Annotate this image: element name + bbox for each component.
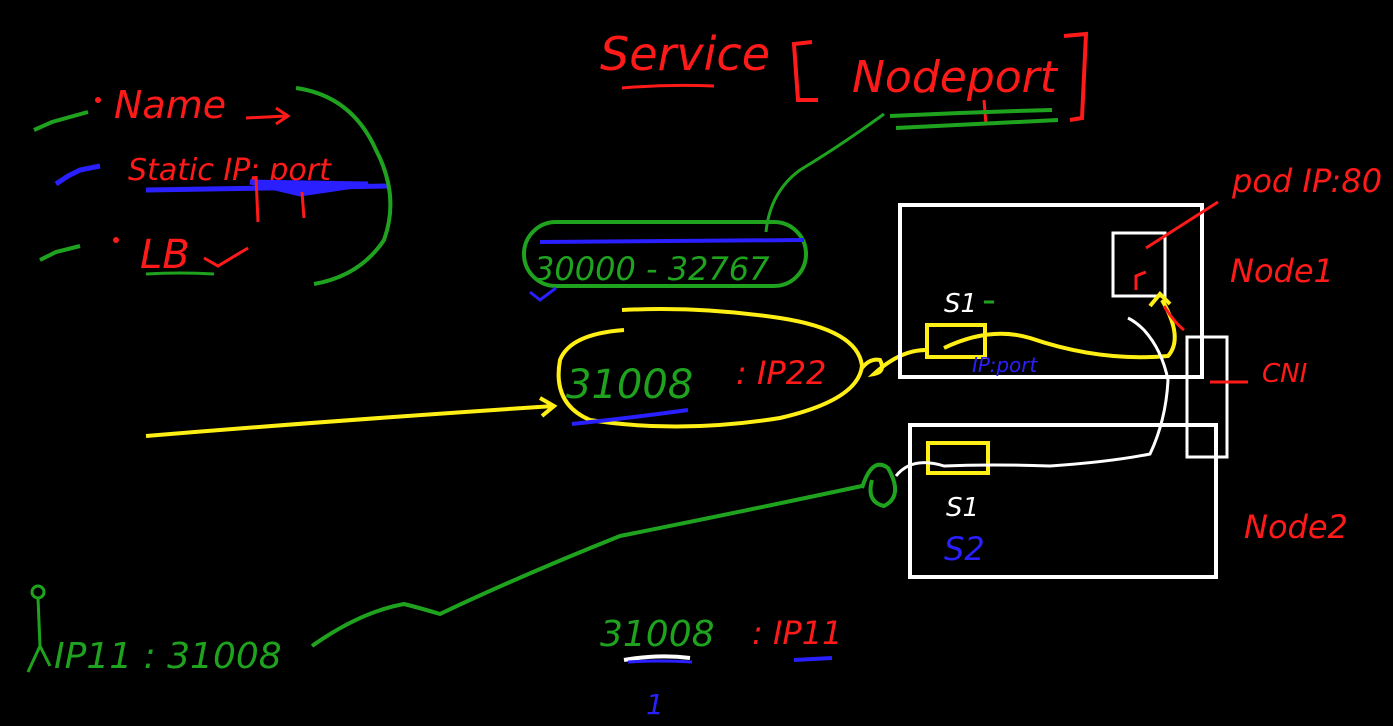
client-route xyxy=(310,484,863,648)
cni-box xyxy=(1185,335,1229,459)
range-ellipse xyxy=(522,220,808,288)
range-blue-tick xyxy=(529,286,557,302)
cni-label: CNI xyxy=(1262,359,1307,389)
nodeport-value: 31008 xyxy=(566,362,693,408)
range-blue-strike xyxy=(539,238,805,244)
title-service: Service xyxy=(600,27,770,81)
bottom-ip: : IP11 xyxy=(752,614,842,652)
incoming-arrow xyxy=(145,396,558,438)
nodeport-blue-underline xyxy=(571,408,689,426)
title-bracket-right xyxy=(1063,31,1089,122)
bullet-lb xyxy=(113,237,119,243)
nodeport-ellipse xyxy=(556,307,865,429)
ip-port-label: IP:port xyxy=(972,353,1039,377)
nodeport-underline-green-2 xyxy=(895,118,1059,130)
s1-bottom-label: S1 xyxy=(946,493,979,523)
list-name: Name xyxy=(114,83,226,127)
range-label: 30000 - 32767 xyxy=(534,250,770,288)
static-red-ticks xyxy=(254,175,306,223)
pod-label: pod IP:80 xyxy=(1231,162,1382,200)
s1-top-label: S1 xyxy=(944,289,977,319)
tick-name xyxy=(33,110,89,132)
bottom-tick: 1 xyxy=(646,688,664,721)
s1-to-pod-route xyxy=(943,291,1177,360)
s1-bottom-box xyxy=(926,441,990,475)
node2-box xyxy=(908,423,1218,579)
tick-lb xyxy=(39,244,81,262)
pod-red-mark xyxy=(1134,270,1147,290)
static-blue-strike-2 xyxy=(249,179,369,197)
list-lb: LB xyxy=(140,232,190,278)
node1-box xyxy=(898,203,1204,379)
nodeport-ip-label: : IP22 xyxy=(736,354,826,392)
s2-label: S2 xyxy=(944,530,985,568)
bottom-port-underline-white xyxy=(623,654,691,662)
list-brace xyxy=(295,86,393,286)
title-bracket-left xyxy=(791,40,818,102)
bottom-port: 31008 xyxy=(600,614,715,655)
title-service-underline xyxy=(621,83,715,90)
cross-node-route xyxy=(894,316,1170,477)
client-icon xyxy=(26,584,52,673)
bottom-ip-underline xyxy=(793,656,833,662)
tick-static xyxy=(54,163,101,187)
title-nodeport: Nodeport xyxy=(852,52,1059,103)
ellipse-to-s1-link xyxy=(860,348,927,378)
lb-check xyxy=(203,246,249,268)
node1-label: Node1 xyxy=(1230,252,1334,290)
client-label: IP11 : 31008 xyxy=(54,636,282,677)
bullet-name xyxy=(95,97,101,103)
arrow-name xyxy=(245,106,291,126)
node2-label: Node2 xyxy=(1244,508,1348,546)
nodeport-underline-green-1 xyxy=(889,108,1053,118)
lb-underline xyxy=(145,271,215,276)
client-route-coil xyxy=(860,462,897,509)
pod-box xyxy=(1111,231,1167,298)
s1-top-box xyxy=(925,323,987,359)
pod-red-route xyxy=(1162,305,1185,332)
pod-pointer xyxy=(1145,200,1219,250)
range-connector xyxy=(764,112,885,233)
bottom-port-underline-blue xyxy=(627,659,693,664)
